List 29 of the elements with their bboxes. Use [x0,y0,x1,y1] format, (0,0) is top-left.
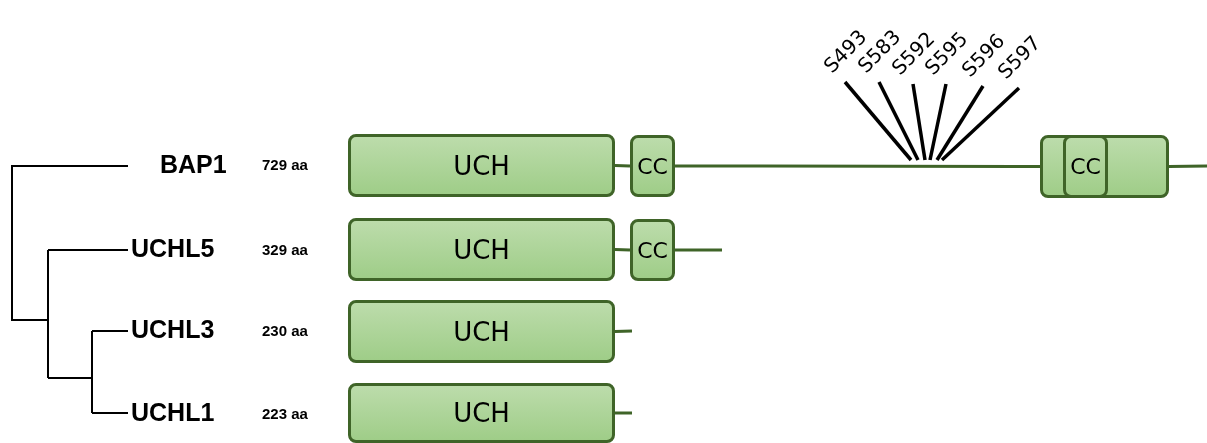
backbone-line [615,411,632,415]
protein-length: 329 aa [262,241,308,258]
protein-name: UCHL5 [131,234,215,263]
backbone-line [1168,164,1207,168]
protein-length: 230 aa [262,322,308,339]
domain-box: UCH [348,134,615,197]
leader-line [877,81,920,161]
leader-line [911,83,927,161]
domain-box: CC [630,135,675,197]
leader-line [940,86,1021,162]
leader-line [935,85,985,161]
backbone-line [614,329,633,333]
domain-box [1040,135,1169,198]
leader-line [928,83,948,161]
backbone-line [675,164,1040,168]
protein-name: UCHL3 [131,315,215,344]
protein-name: BAP1 [160,150,227,179]
domain-box: UCH [348,300,615,363]
protein-length: 729 aa [262,156,308,173]
backbone-line [675,248,722,252]
leader-line [843,80,913,162]
backbone-line [614,164,631,168]
backbone-line [614,248,631,252]
protein-length: 223 aa [262,405,308,422]
domain-box: UCH [348,218,615,281]
domain-box: UCH [348,383,615,443]
domain-box: CC [630,219,675,281]
protein-name: UCHL1 [131,398,215,427]
domain-box: CC [1063,135,1108,198]
